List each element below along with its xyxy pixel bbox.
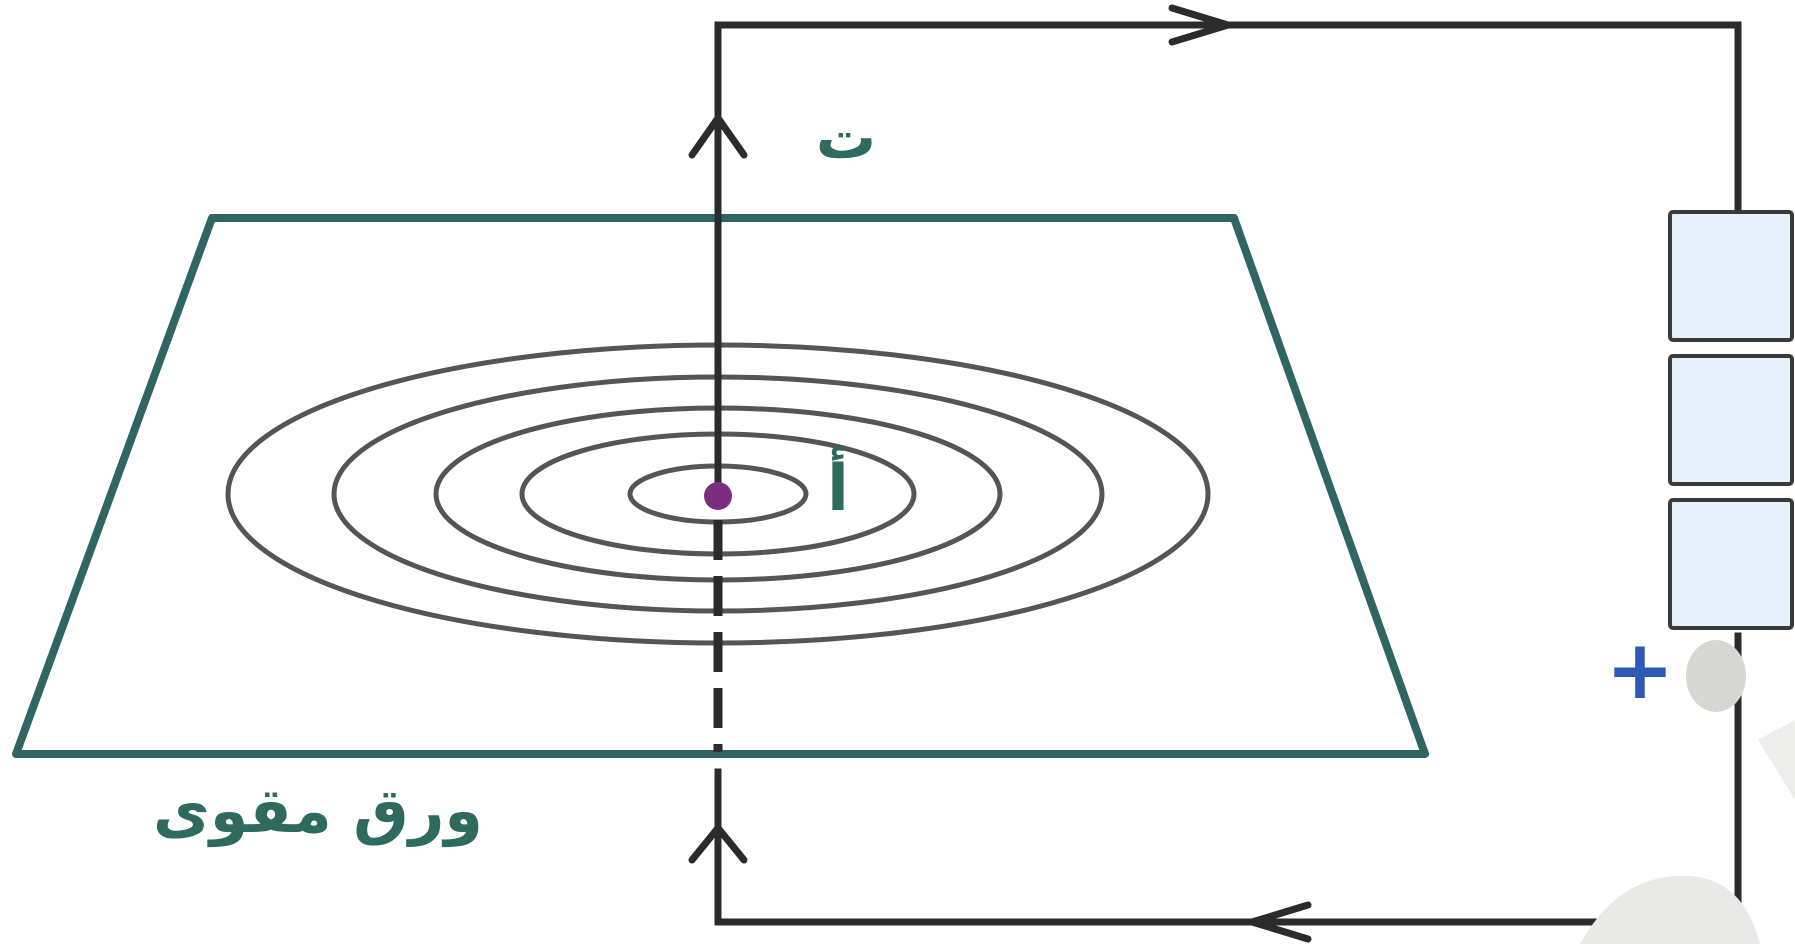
watermark-shape (1758, 720, 1795, 800)
point-marker-icon (704, 482, 732, 510)
point-label: أ (827, 446, 849, 526)
positive-terminal-label: + (1606, 623, 1675, 718)
battery-terminal (1686, 640, 1746, 712)
arrow-icon (688, 824, 748, 864)
current-label: ت (816, 103, 876, 173)
battery-cell (1668, 498, 1794, 630)
battery-icon (1668, 210, 1794, 712)
cardboard-sheet (12, 214, 1429, 758)
watermark-shape (1580, 875, 1760, 944)
cardboard-label: ورق مقوى (153, 774, 483, 847)
battery-cell (1668, 210, 1794, 342)
arrow-icon (688, 114, 748, 159)
battery-cell (1668, 354, 1794, 486)
arrow-icon (1248, 901, 1312, 943)
arrow-icon (1168, 4, 1232, 46)
